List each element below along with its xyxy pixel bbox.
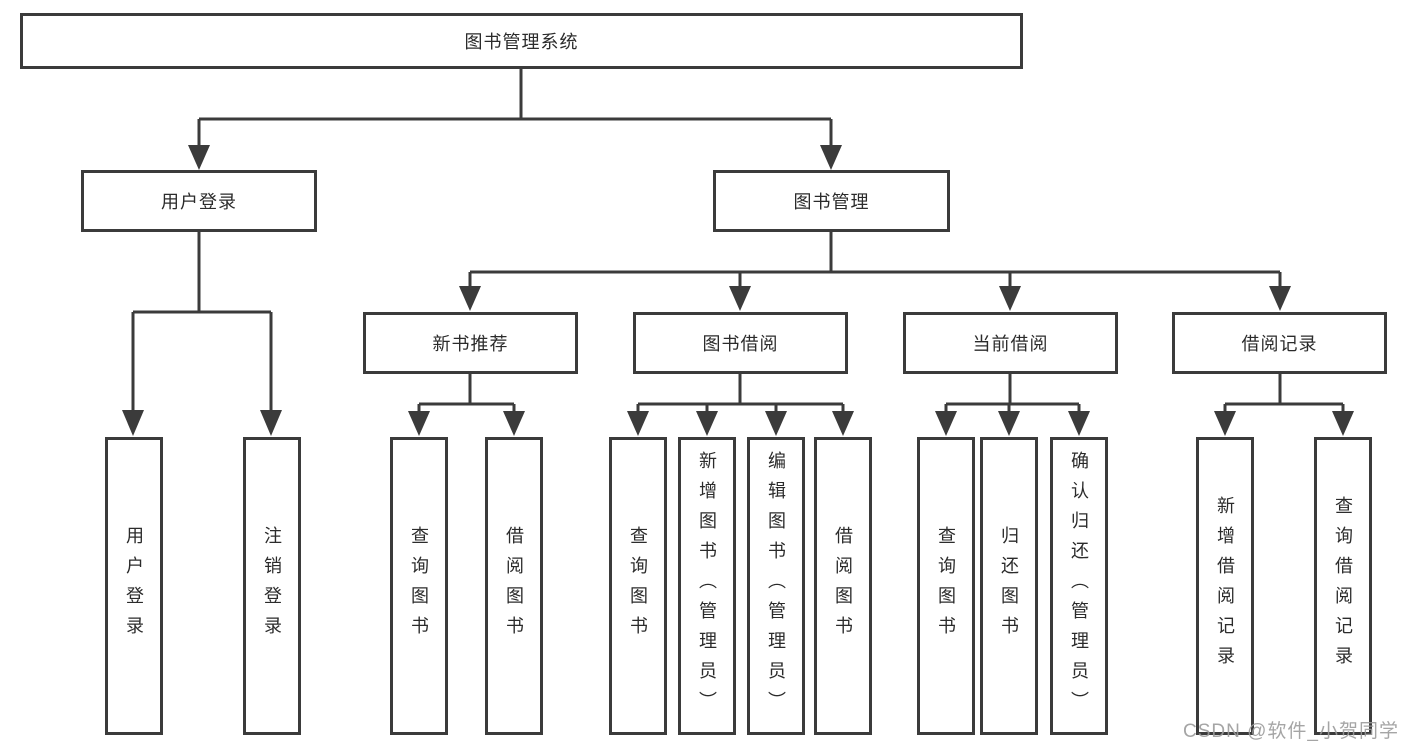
- leaf-records-query-record-label: 查询借阅记录: [1333, 496, 1353, 676]
- node-current-borrow: 当前借阅: [903, 312, 1118, 374]
- leaf-borrow-query-books-label: 查询图书: [628, 526, 648, 646]
- connector-root-to-level2: [188, 69, 842, 170]
- connector-user-login-group: [122, 232, 282, 436]
- node-root-system: 图书管理系统: [20, 13, 1023, 69]
- node-book-borrow: 图书借阅: [633, 312, 848, 374]
- connector-book-borrow-group: [627, 374, 854, 436]
- leaf-borrow-add-books-admin: 新增图书（管理员）: [678, 437, 736, 735]
- leaf-recommend-borrow-books-label: 借阅图书: [504, 526, 524, 646]
- leaf-borrow-query-books: 查询图书: [609, 437, 667, 735]
- leaf-records-query-record: 查询借阅记录: [1314, 437, 1372, 735]
- leaf-logout-label: 注销登录: [262, 526, 282, 646]
- leaf-logout: 注销登录: [243, 437, 301, 735]
- leaf-borrow-edit-books-admin-label: 编辑图书（管理员）: [766, 451, 786, 721]
- leaf-recommend-query-books: 查询图书: [390, 437, 448, 735]
- node-book-management: 图书管理: [713, 170, 950, 232]
- connector-borrow-records-group: [1214, 374, 1354, 436]
- leaf-borrow-borrow-books-label: 借阅图书: [833, 526, 853, 646]
- leaf-current-return-books-label: 归还图书: [999, 526, 1019, 646]
- node-new-book-recommend: 新书推荐: [363, 312, 578, 374]
- leaf-user-login-label: 用户登录: [124, 526, 144, 646]
- leaf-borrow-add-books-admin-label: 新增图书（管理员）: [697, 451, 717, 721]
- leaf-current-query-books: 查询图书: [917, 437, 975, 735]
- leaf-current-confirm-return-admin: 确认归还（管理员）: [1050, 437, 1108, 735]
- leaf-current-return-books: 归还图书: [980, 437, 1038, 735]
- leaf-records-add-record: 新增借阅记录: [1196, 437, 1254, 735]
- leaf-records-add-record-label: 新增借阅记录: [1215, 496, 1235, 676]
- connector-current-borrow-group: [935, 374, 1090, 436]
- connector-book-mgmt-to-level3: [459, 232, 1291, 311]
- node-user-login: 用户登录: [81, 170, 317, 232]
- connector-new-book-rec-group: [408, 374, 525, 436]
- leaf-borrow-edit-books-admin: 编辑图书（管理员）: [747, 437, 805, 735]
- leaf-current-confirm-return-admin-label: 确认归还（管理员）: [1069, 451, 1089, 721]
- leaf-borrow-borrow-books: 借阅图书: [814, 437, 872, 735]
- leaf-recommend-borrow-books: 借阅图书: [485, 437, 543, 735]
- csdn-watermark: CSDN @软件_小贺同学: [1183, 721, 1399, 742]
- node-borrow-records: 借阅记录: [1172, 312, 1387, 374]
- leaf-user-login: 用户登录: [105, 437, 163, 735]
- leaf-recommend-query-books-label: 查询图书: [409, 526, 429, 646]
- leaf-current-query-books-label: 查询图书: [936, 526, 956, 646]
